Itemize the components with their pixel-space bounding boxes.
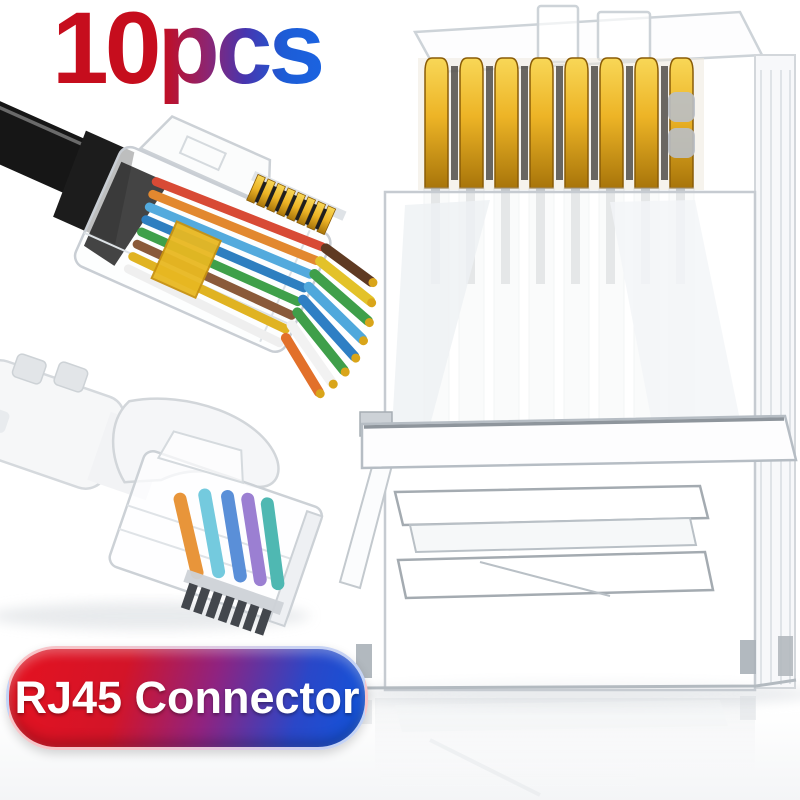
gold-pin (669, 57, 694, 189)
floor-reflection (356, 696, 756, 797)
load-bar (150, 220, 223, 299)
gold-pin (599, 57, 624, 189)
pin-slots (451, 66, 668, 180)
wire (198, 488, 226, 579)
gold-pin (424, 57, 449, 189)
pin-comb (180, 569, 285, 636)
fan-wire (320, 243, 377, 287)
latch-bars (393, 484, 715, 600)
wire (241, 492, 267, 587)
fan-wire (315, 256, 376, 307)
product-badge: RJ45 Connector (6, 646, 368, 750)
gold-pin (634, 57, 659, 189)
gold-pins (424, 57, 694, 189)
wire (151, 177, 327, 252)
cable-clamp-flange (360, 414, 798, 470)
fan-wire (298, 294, 360, 362)
product-badge-label: RJ45 Connector (14, 672, 360, 723)
wire (173, 492, 204, 580)
wire-fan (280, 243, 377, 397)
wire (221, 489, 247, 583)
fan-wire (292, 307, 349, 376)
crystal-connector-illustration (338, 4, 800, 797)
gold-pin (529, 57, 554, 189)
wire (260, 497, 285, 591)
fan-wire (303, 281, 368, 344)
quantity-label: 10pcs (52, 0, 325, 104)
fan-wire (309, 268, 373, 326)
pin-comb (246, 170, 347, 236)
pastel-wires (173, 488, 285, 591)
emboss-mark (668, 128, 695, 158)
wire (144, 202, 315, 279)
gold-pin (494, 57, 519, 189)
cable-jacket-end (83, 161, 169, 266)
white-cable-plug-illustration (0, 353, 324, 636)
gold-pin (564, 57, 589, 189)
fan-wire-tips (315, 278, 378, 399)
wire (148, 189, 321, 265)
gold-pin (459, 57, 484, 189)
emboss-mark (668, 92, 695, 122)
fan-wire (286, 320, 337, 388)
wire (123, 264, 284, 348)
black-cable-plug-illustration (0, 82, 378, 399)
connector-top-lid (412, 4, 764, 74)
fan-wire (280, 332, 324, 397)
